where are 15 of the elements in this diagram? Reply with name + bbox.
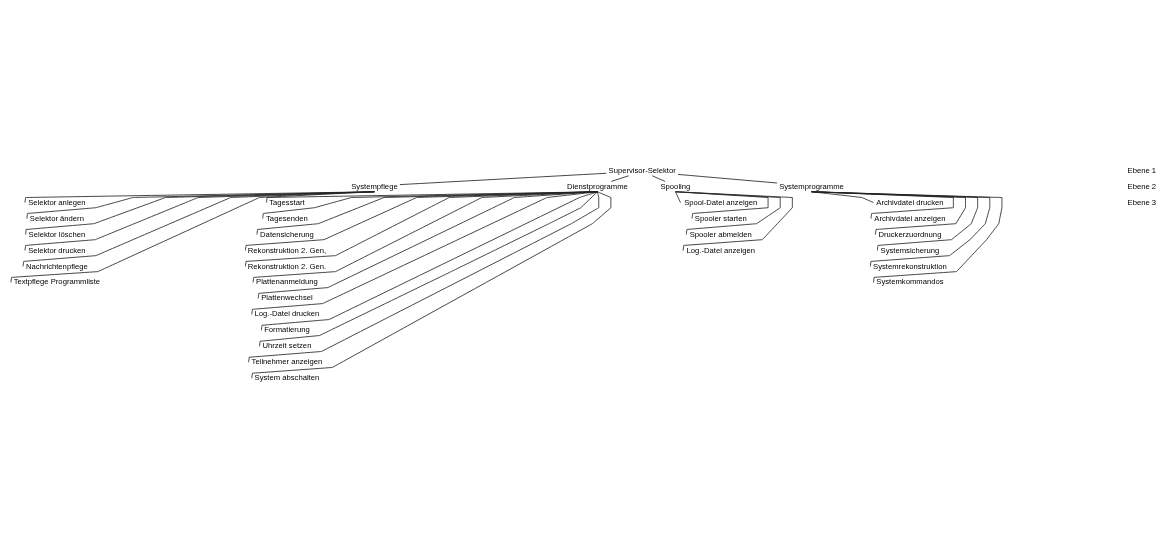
connector xyxy=(811,190,979,251)
connector xyxy=(811,190,966,235)
connector xyxy=(10,190,375,283)
connector xyxy=(675,190,769,219)
connector xyxy=(651,174,666,182)
connector xyxy=(811,190,1003,283)
connector xyxy=(677,173,778,183)
connector xyxy=(811,190,874,203)
connector xyxy=(811,190,954,219)
connector xyxy=(675,190,681,203)
connector xyxy=(675,190,793,251)
connector xyxy=(811,190,991,267)
connector xyxy=(610,174,629,182)
connector xyxy=(675,190,781,235)
connector xyxy=(399,172,607,185)
